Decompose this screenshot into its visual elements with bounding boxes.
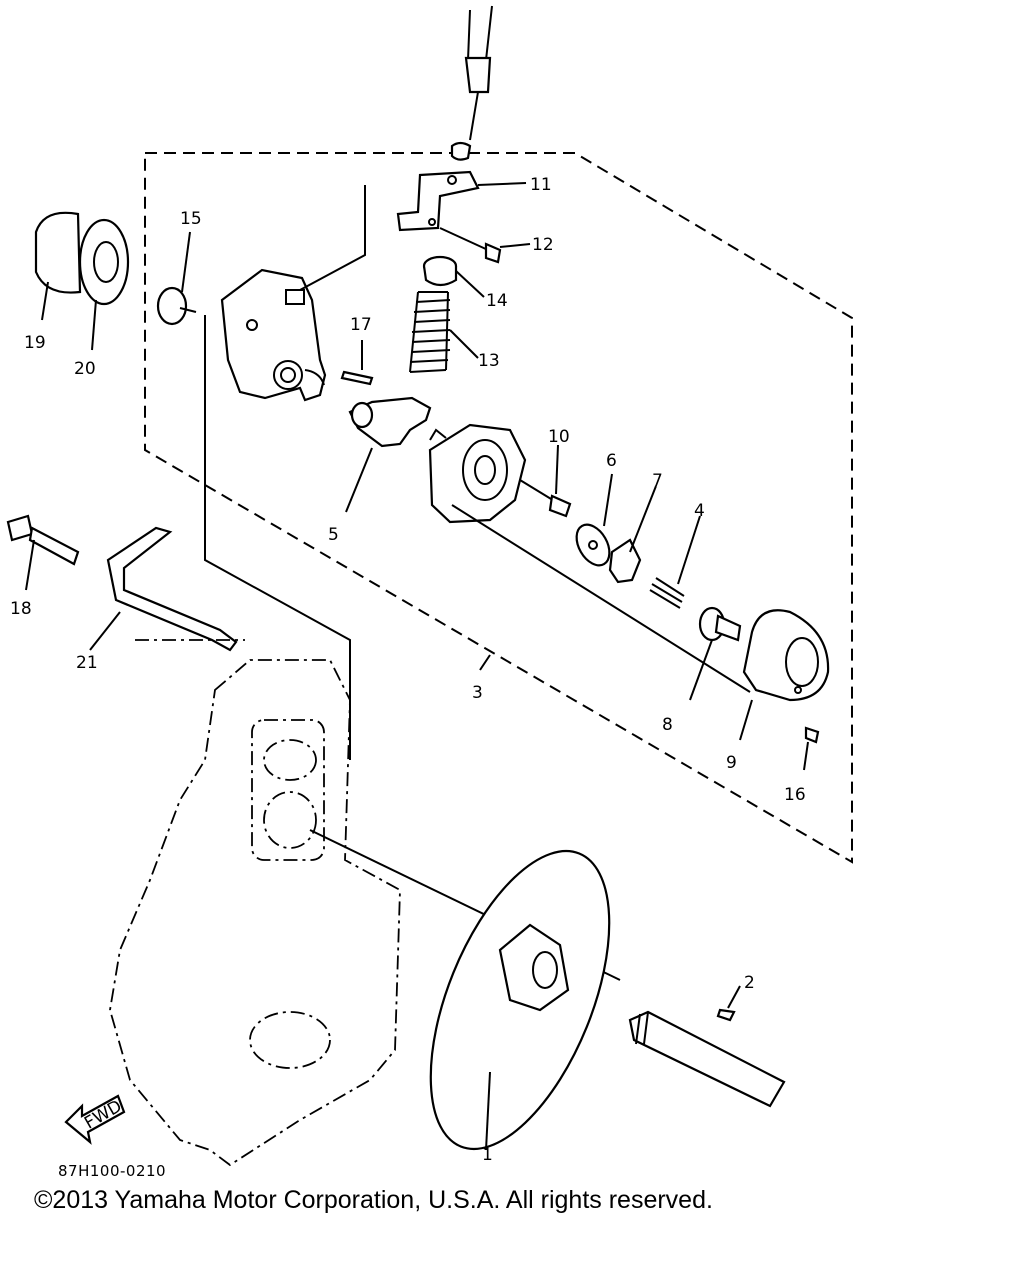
- callout-8: 8: [662, 715, 673, 735]
- cam-shaft-5: [348, 396, 432, 448]
- pump-body: [428, 423, 527, 524]
- callout-1: 1: [482, 1145, 493, 1165]
- callout-20: 20: [74, 359, 96, 379]
- collar-14: [422, 255, 458, 287]
- callout-6: 6: [606, 451, 617, 471]
- fwd-arrow-icon: FWD: [64, 1094, 125, 1145]
- callout-12: 12: [532, 235, 554, 255]
- callout-11: 11: [530, 175, 552, 195]
- callout-13: 13: [478, 351, 500, 371]
- callout-9: 9: [726, 753, 737, 773]
- callout-15: 15: [180, 209, 202, 229]
- washer-6: [575, 523, 611, 567]
- part-15: [156, 286, 197, 326]
- callout-5: 5: [328, 525, 339, 545]
- lever-11: [396, 170, 480, 232]
- spring-13: [409, 291, 451, 373]
- callout-19: 19: [24, 333, 46, 353]
- bolt-10: [519, 479, 572, 518]
- bolt-18: [6, 514, 80, 566]
- bracket-21: [106, 526, 238, 652]
- copyright-notice: ©2013 Yamaha Motor Corporation, U.S.A. A…: [34, 1186, 713, 1214]
- parts-19-20: [34, 211, 130, 306]
- callout-21: 21: [76, 653, 98, 673]
- sheave-1: [429, 849, 611, 1151]
- callout-numbers: 1 2 3 4 5 6 7 8 9 10 11 12 13 14 15 16 1…: [10, 175, 806, 1165]
- callout-14: 14: [486, 291, 508, 311]
- callout-17: 17: [350, 315, 372, 335]
- cover-9: [742, 609, 830, 702]
- callout-4: 4: [694, 501, 705, 521]
- governor-housing: [220, 185, 366, 402]
- plate-7: [608, 538, 642, 584]
- bolt-12: [439, 227, 502, 264]
- callout-16: 16: [784, 785, 806, 805]
- callout-18: 18: [10, 599, 32, 619]
- shaft-8: [698, 606, 742, 642]
- callout-10: 10: [548, 427, 570, 447]
- callout-3: 3: [472, 683, 483, 703]
- bolt-16: [804, 726, 820, 744]
- drawing-code: 87H100-0210: [58, 1162, 166, 1180]
- control-cable: [450, 5, 493, 161]
- spring-4: [649, 577, 685, 609]
- engine-casing: [109, 639, 401, 1167]
- callout-leaders: [25, 182, 809, 1151]
- callout-2: 2: [744, 973, 755, 993]
- callout-7: 7: [652, 471, 663, 491]
- pin-17: [340, 370, 374, 386]
- drive-shaft: [628, 1008, 786, 1108]
- alignment-lines: [204, 315, 751, 981]
